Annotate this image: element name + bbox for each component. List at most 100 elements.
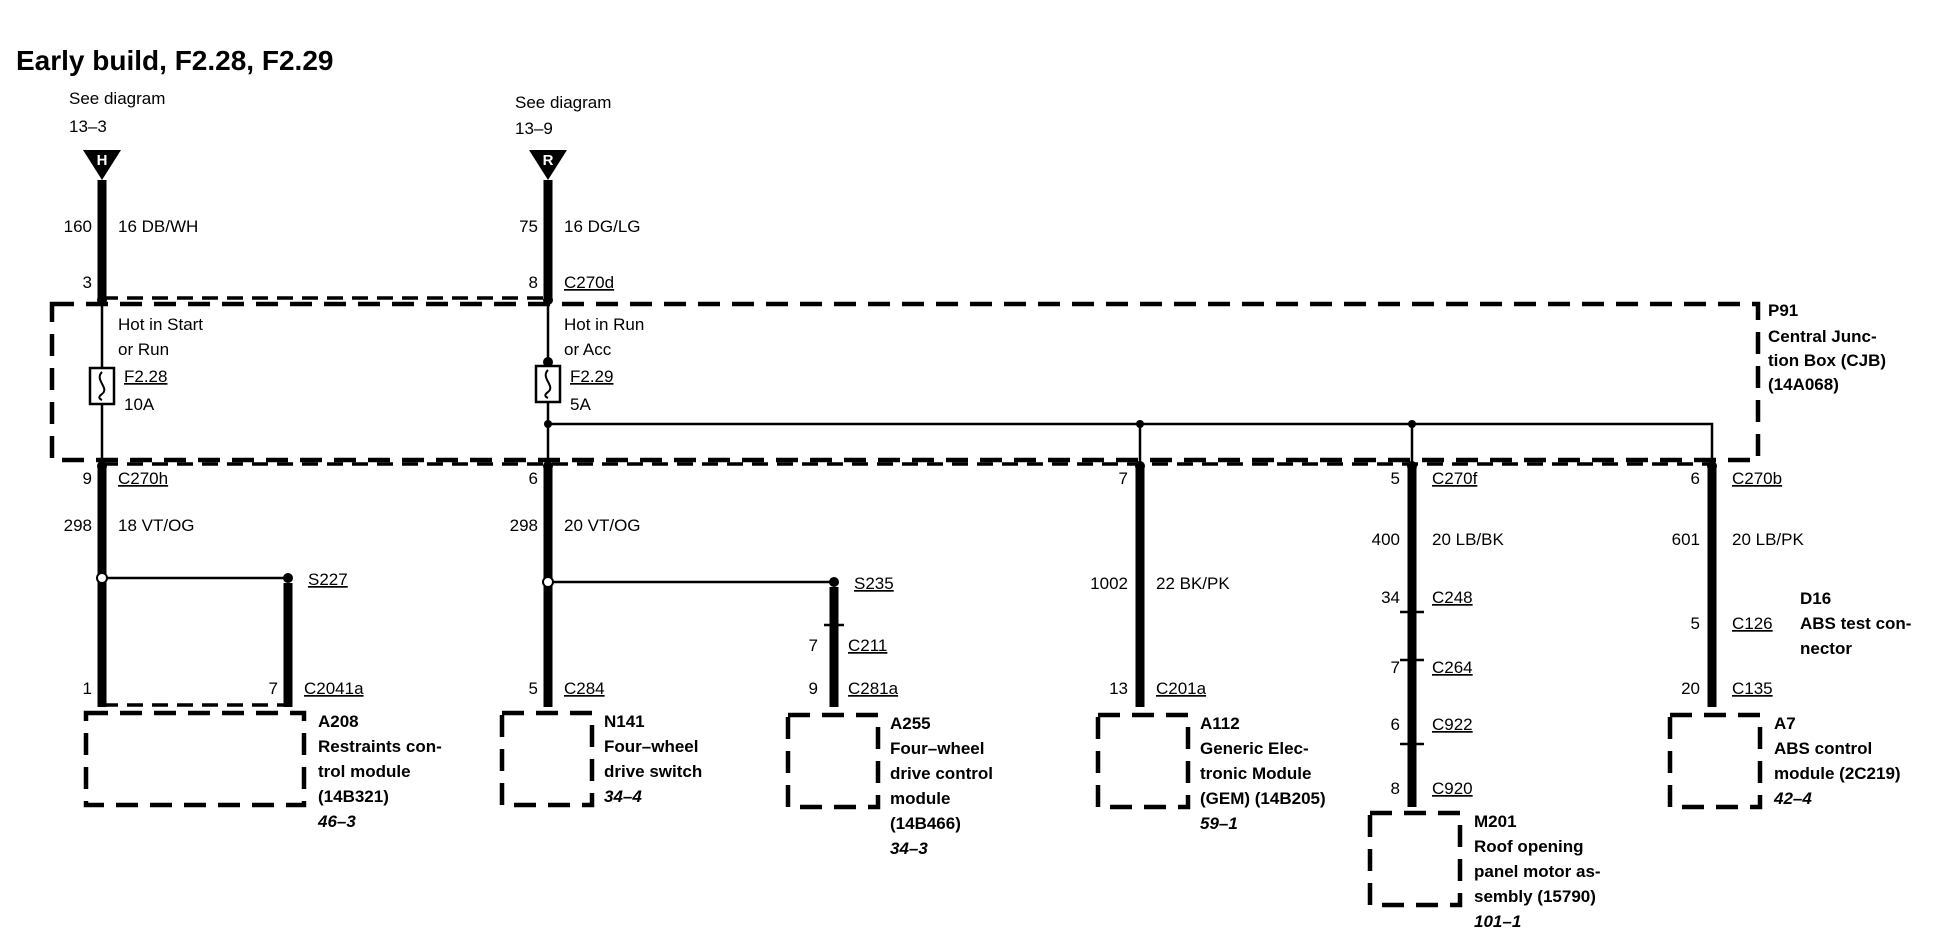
source-r-triangle [529, 150, 567, 180]
component-name-line: Four–wheel [604, 737, 698, 756]
branch-m201: 5 C270f 400 20 LB/BK 34 C248 7 C264 6 C9… [1367, 461, 1601, 931]
branch-n141-a255: 6 298 20 VT/OG S235 7 C211 5 C284 N141 F… [499, 461, 993, 858]
splice-label: S235 [854, 574, 894, 593]
junction-dot [1136, 420, 1144, 428]
connector-label: C270h [118, 469, 168, 488]
source-r-letter: R [543, 152, 554, 169]
component-id: A112 [1200, 714, 1240, 733]
pin-number: 1 [83, 679, 92, 698]
component-name-line: Four–wheel [890, 739, 984, 758]
see-diagram-ref: 13–3 [69, 117, 107, 136]
component-box [499, 710, 595, 808]
see-diagram-label: See diagram [69, 89, 165, 108]
component-id: A255 [890, 714, 931, 733]
connector-label: C248 [1432, 588, 1473, 607]
pin-number: 8 [1391, 779, 1400, 798]
circuit-number: 400 [1372, 530, 1400, 549]
component-name-line: trol module [318, 762, 411, 781]
splice-dot [542, 576, 554, 588]
component-box [1367, 810, 1463, 908]
wire-spec: 20 LB/PK [1732, 530, 1804, 549]
component-name-line: panel motor as- [1474, 862, 1601, 881]
branch-a112: 7 1002 22 BK/PK 13 C201a A112 Generic El… [1090, 461, 1326, 833]
wire-spec: 16 DB/WH [118, 217, 198, 236]
pin-number: 9 [809, 679, 818, 698]
circuit-number: 298 [64, 516, 92, 535]
pin-number: 6 [1691, 469, 1700, 488]
circuit-number: 1002 [1090, 574, 1128, 593]
component-id: M201 [1474, 812, 1517, 831]
fuse-rating: 5A [570, 395, 591, 414]
pin-number: 5 [529, 679, 538, 698]
pin-number: 5 [1691, 614, 1700, 633]
wire-spec: 20 LB/BK [1432, 530, 1504, 549]
component-ref: 101–1 [1474, 912, 1521, 931]
pin-number: 20 [1681, 679, 1700, 698]
pin-number: 13 [1109, 679, 1128, 698]
component-box [83, 710, 307, 808]
component-id: A7 [1774, 714, 1796, 733]
central-junction-box [49, 301, 1761, 463]
pin-number: 6 [529, 469, 538, 488]
connector-label: C270d [564, 273, 614, 292]
hot-label: or Acc [564, 340, 612, 359]
component-name-line: Restraints con- [318, 737, 442, 756]
wire-spec: 16 DG/LG [564, 217, 641, 236]
pin-number: 6 [1391, 715, 1400, 734]
circuit-number: 160 [64, 217, 92, 236]
hot-label: or Run [118, 340, 169, 359]
cjb-id: P91 [1768, 301, 1798, 320]
connector-label: C2041a [304, 679, 364, 698]
cjb-bus [548, 422, 1714, 466]
component-box [785, 712, 881, 810]
component-box [1095, 712, 1191, 810]
fuse-id: F2.29 [570, 367, 613, 386]
component-id: A208 [318, 712, 359, 731]
component-name-line: module (2C219) [1774, 764, 1901, 783]
fuse-element-icon [98, 371, 106, 401]
see-diagram-label: See diagram [515, 93, 611, 112]
component-name-line: Roof opening [1474, 837, 1584, 856]
pin-dot [97, 295, 107, 305]
connector-label: C270b [1732, 469, 1782, 488]
d16-name-line: ABS test con- [1800, 614, 1911, 633]
pin-number: 7 [809, 636, 818, 655]
component-name-line: module [890, 789, 950, 808]
connector-label: C264 [1432, 658, 1473, 677]
splice-dot [283, 573, 293, 583]
hot-label: Hot in Start [118, 315, 203, 334]
component-ref: 59–1 [1200, 814, 1238, 833]
pin-number: 7 [269, 679, 278, 698]
connector-label: C284 [564, 679, 605, 698]
source-h-triangle [83, 150, 121, 180]
connector-label: C270f [1432, 469, 1478, 488]
junction-dot [1408, 420, 1416, 428]
connector-label: C211 [848, 636, 887, 655]
splice-dot [829, 577, 839, 587]
see-diagram-ref: 13–9 [515, 119, 553, 138]
fuse-f2-28: Hot in Start or Run F2.28 10A [88, 295, 203, 466]
fuse-id: F2.28 [124, 367, 167, 386]
component-name-line: drive switch [604, 762, 702, 781]
component-name-line: (14B466) [890, 814, 961, 833]
connector-label: C920 [1432, 779, 1473, 798]
component-name-line: (GEM) (14B205) [1200, 789, 1326, 808]
splice-dot [96, 572, 108, 584]
component-name-line: drive control [890, 764, 993, 783]
circuit-number: 298 [510, 516, 538, 535]
fuse-symbol [534, 364, 562, 404]
wire-spec: 20 VT/OG [564, 516, 641, 535]
hot-label: Hot in Run [564, 315, 644, 334]
pin-number: 7 [1119, 469, 1128, 488]
component-name-line: Generic Elec- [1200, 739, 1309, 758]
connector-label: C922 [1432, 715, 1473, 734]
component-ref: 34–3 [890, 839, 928, 858]
pin-number: 9 [83, 469, 92, 488]
cjb-name-line: (14A068) [1768, 375, 1839, 394]
fuse-element-icon [544, 369, 552, 399]
connector-label: C135 [1732, 679, 1773, 698]
component-box [1667, 712, 1763, 810]
d16-id: D16 [1800, 589, 1831, 608]
component-name-line: (14B321) [318, 787, 389, 806]
